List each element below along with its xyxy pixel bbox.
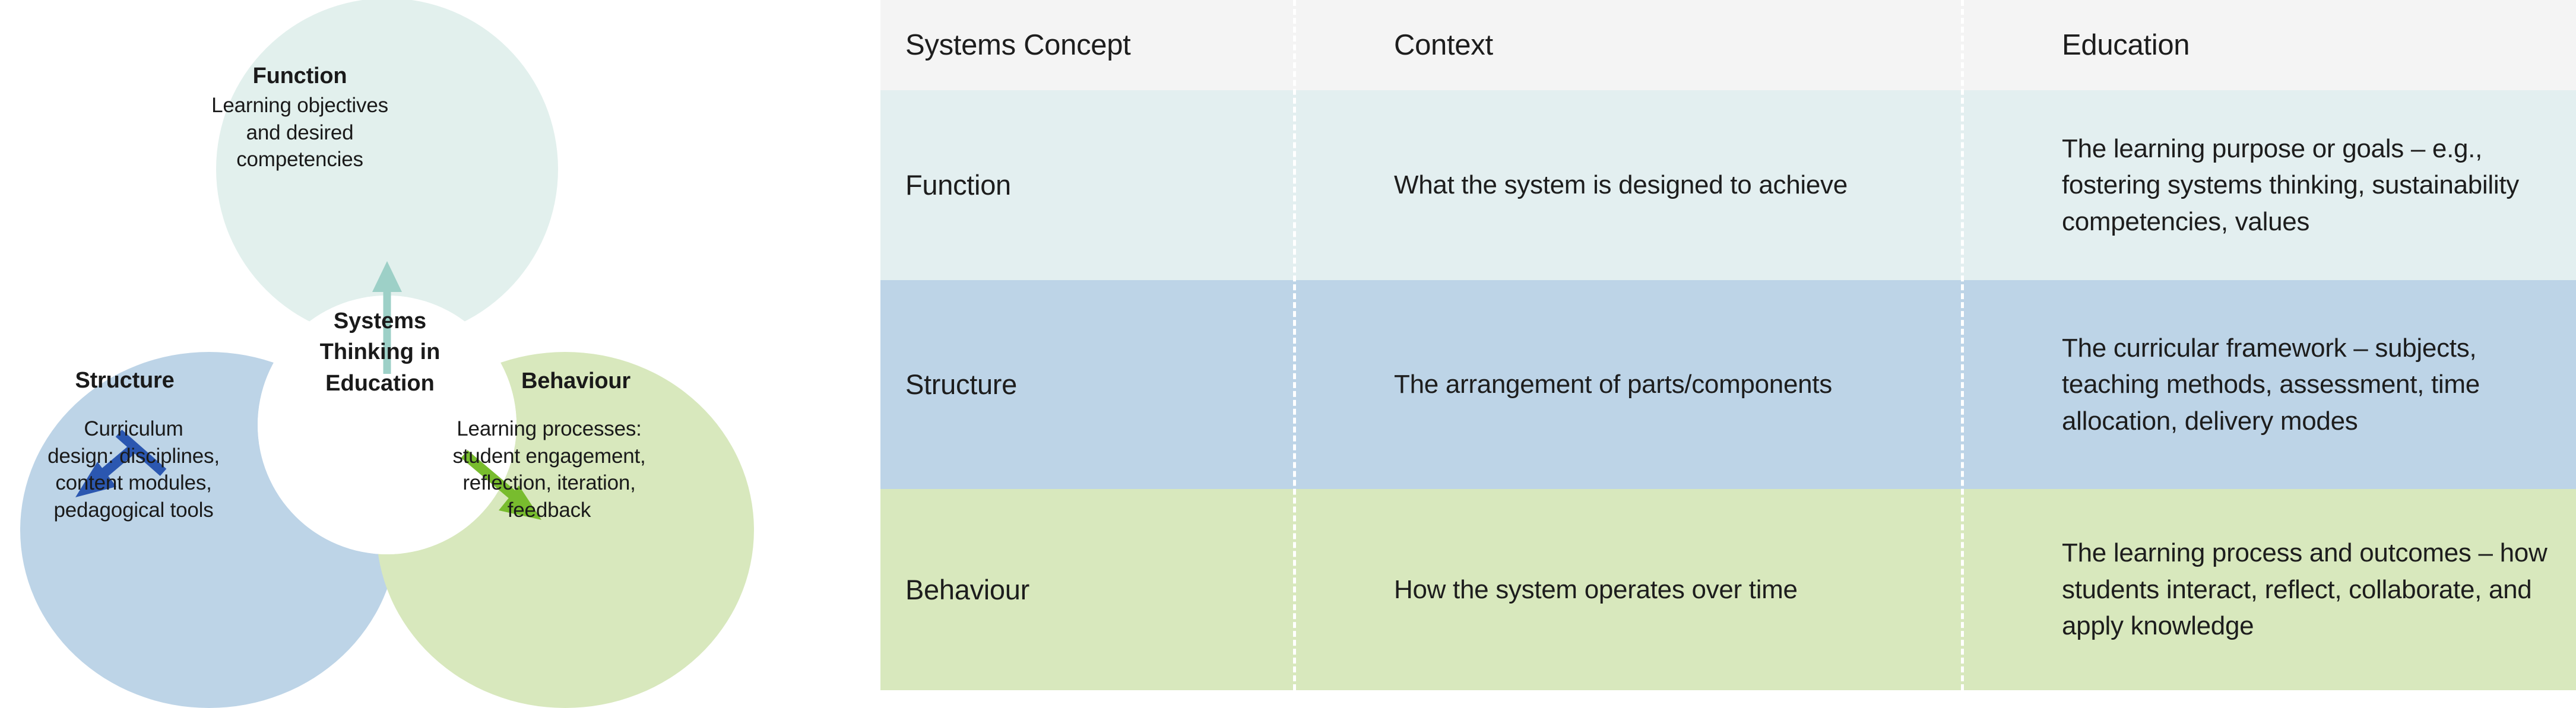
header-cell-context: Context <box>1369 0 2037 90</box>
cell-education-structure: The curricular framework – subjects, tea… <box>2037 280 2576 489</box>
education-text-function: The learning purpose or goals – e.g., fo… <box>2062 134 2519 236</box>
cell-concept-function: Function <box>880 90 1369 280</box>
circle-function <box>216 0 558 340</box>
concept-label-structure: Structure <box>905 369 1017 401</box>
header-label-education: Education <box>2062 28 2190 61</box>
concept-label-behaviour: Behaviour <box>905 573 1029 605</box>
table-row: Structure The arrangement of parts/compo… <box>880 280 2576 489</box>
arrow-to-function-icon <box>372 261 402 374</box>
header-label-systems-concept: Systems Concept <box>905 28 1131 61</box>
header-cell-systems-concept: Systems Concept <box>880 0 1369 90</box>
venn-circles-svg <box>20 0 754 708</box>
cell-context-structure: The arrangement of parts/components <box>1369 280 2037 489</box>
systems-thinking-venn-diagram: Function Learning objectives and desired… <box>0 0 861 708</box>
header-cell-education: Education <box>2037 0 2576 90</box>
circle-center <box>258 296 517 554</box>
context-text-behaviour: How the system operates over time <box>1394 574 1798 604</box>
context-text-structure: The arrangement of parts/components <box>1394 370 1832 399</box>
table-row: Function What the system is designed to … <box>880 90 2576 280</box>
cell-education-behaviour: The learning process and outcomes – how … <box>2037 489 2576 690</box>
context-text-function: What the system is designed to achieve <box>1394 170 1848 200</box>
cell-concept-behaviour: Behaviour <box>880 489 1369 690</box>
concept-label-function: Function <box>905 169 1011 201</box>
cell-education-function: The learning purpose or goals – e.g., fo… <box>2037 90 2576 280</box>
cell-concept-structure: Structure <box>880 280 1369 489</box>
arrow-to-structure-icon <box>75 429 167 497</box>
education-text-behaviour: The learning process and outcomes – how … <box>2062 538 2548 641</box>
systems-concept-table: Systems Concept Context Education Functi… <box>880 0 2576 690</box>
table-header-row: Systems Concept Context Education <box>880 0 2576 90</box>
cell-context-behaviour: How the system operates over time <box>1369 489 2037 690</box>
table-row: Behaviour How the system operates over t… <box>880 489 2576 690</box>
cell-context-function: What the system is designed to achieve <box>1369 90 2037 280</box>
header-label-context: Context <box>1394 28 1493 61</box>
education-text-structure: The curricular framework – subjects, tea… <box>2062 333 2480 436</box>
arrow-to-behaviour-icon <box>461 450 541 520</box>
